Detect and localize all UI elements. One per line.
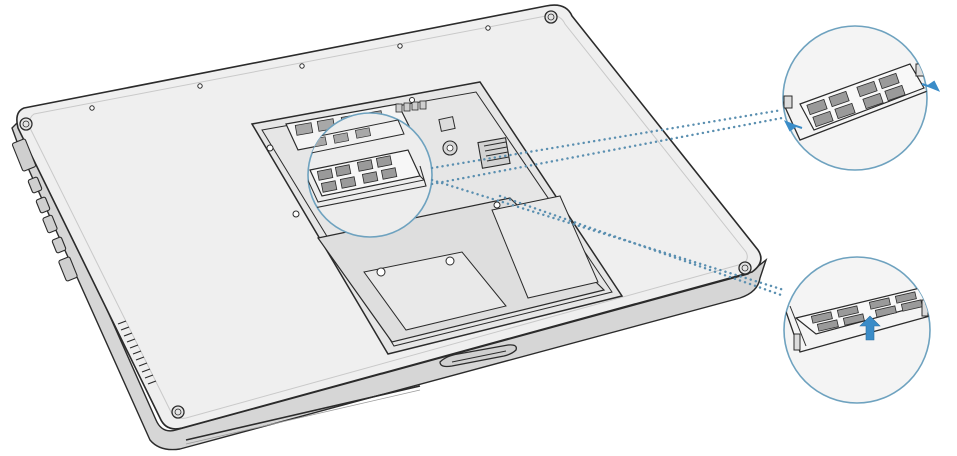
- up-arrow-icon: [859, 315, 881, 341]
- front-latch: [439, 344, 517, 368]
- lift-module-detail: [783, 256, 931, 404]
- side-ports: [11, 138, 78, 282]
- case-screws: [89, 25, 491, 111]
- case-feet: [19, 10, 752, 419]
- leader-to-top-detail-2: [430, 116, 784, 186]
- arrow-icon: [921, 80, 941, 92]
- leader-to-bottom-detail: [430, 178, 786, 292]
- arrow-icon: [783, 120, 803, 132]
- case-front-edge: [11, 116, 768, 451]
- battery-recess: [363, 251, 507, 331]
- side-vent: [117, 320, 157, 385]
- callout-leaders: [430, 108, 786, 298]
- leader-to-top-detail: [430, 108, 784, 170]
- optical-slot: [185, 385, 421, 441]
- magnify-ring: [307, 112, 433, 238]
- release-tabs-detail: [782, 25, 941, 171]
